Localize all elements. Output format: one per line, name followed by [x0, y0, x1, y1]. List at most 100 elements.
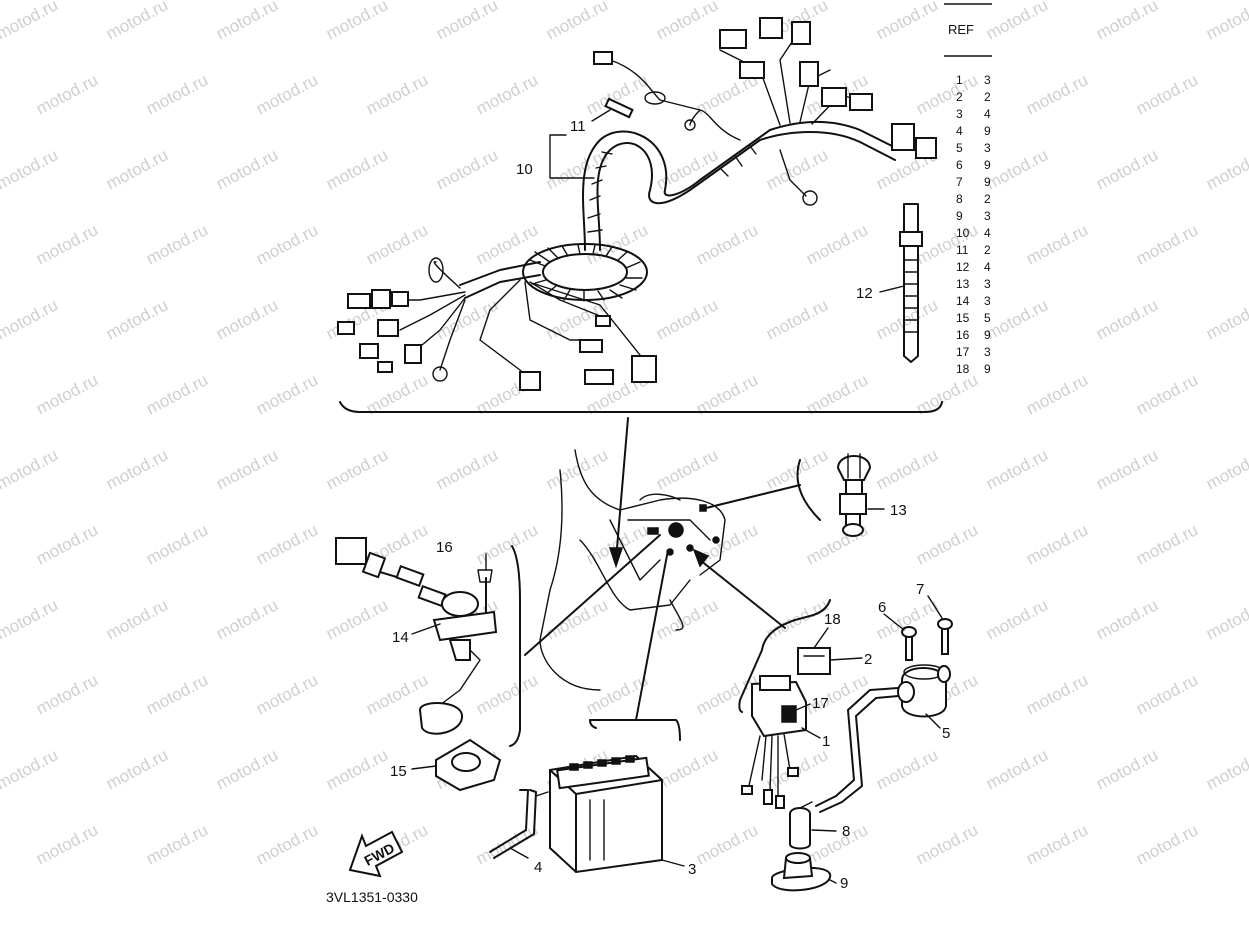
watermark-text: motod.ru	[323, 0, 391, 44]
ref-row-num: 15	[956, 311, 970, 325]
watermark-text: motod.ru	[983, 145, 1051, 193]
ref-row-part: 4	[984, 226, 991, 240]
watermark-text: motod.ru	[653, 295, 721, 343]
watermark-text: motod.ru	[763, 295, 831, 343]
callout-15: 15	[390, 763, 407, 780]
watermark-text: motod.ru	[213, 745, 281, 793]
watermark-text: motod.ru	[213, 295, 281, 343]
callout-18: 18	[824, 611, 841, 628]
watermark-text: motod.ru	[913, 520, 981, 568]
watermark-text: motod.ru	[543, 445, 611, 493]
watermark-text: motod.ru	[873, 745, 941, 793]
watermark-text: motod.ru	[983, 745, 1051, 793]
watermark-text: motod.ru	[1133, 70, 1201, 118]
callout-3: 3	[688, 861, 696, 878]
ref-row-part: 9	[984, 124, 991, 138]
watermark-text: motod.ru	[983, 0, 1051, 44]
frame-drawing	[539, 449, 726, 691]
ref-row-part: 3	[984, 345, 991, 359]
watermark-text: motod.ru	[873, 445, 941, 493]
watermark-text: motod.ru	[0, 145, 61, 193]
watermark-text: motod.ru	[253, 370, 321, 418]
ref-row-part: 3	[984, 209, 991, 223]
watermark-text: motod.ru	[1023, 820, 1091, 868]
watermark-text: motod.ru	[473, 520, 541, 568]
watermark-text: motod.ru	[433, 145, 501, 193]
watermark-text: motod.ru	[33, 520, 101, 568]
fuel-sender-drawing	[335, 537, 521, 747]
watermark-text: motod.ru	[323, 745, 391, 793]
watermark-text: motod.ru	[473, 220, 541, 268]
ref-row-part: 3	[984, 73, 991, 87]
callout-9: 9	[840, 875, 848, 892]
watermark-text: motod.ru	[1093, 0, 1161, 44]
ref-row-num: 6	[956, 158, 963, 172]
watermark-text: motod.ru	[983, 445, 1051, 493]
callout-14: 14	[392, 629, 409, 646]
watermark-text: motod.ru	[103, 295, 171, 343]
watermark-text: motod.ru	[693, 220, 761, 268]
watermark-text: motod.ru	[1023, 520, 1091, 568]
watermark-text: motod.ru	[1133, 370, 1201, 418]
watermark-text: motod.ru	[1093, 595, 1161, 643]
watermark-text: motod.ru	[653, 145, 721, 193]
callout-2: 2	[864, 651, 872, 668]
callout-12: 12	[856, 285, 873, 302]
watermark-text: motod.ru	[103, 745, 171, 793]
watermark-text: motod.ru	[1023, 370, 1091, 418]
watermark-text: motod.ru	[0, 745, 61, 793]
ref-row-part: 3	[984, 141, 991, 155]
watermark-text: motod.ru	[323, 595, 391, 643]
watermark-text: motod.ru	[213, 595, 281, 643]
callout-16: 16	[436, 539, 453, 556]
watermark-text: motod.ru	[143, 670, 211, 718]
callout-4: 4	[534, 859, 542, 876]
watermark-text: motod.ru	[1133, 820, 1201, 868]
callout-5: 5	[942, 725, 950, 742]
ref-row-num: 11	[956, 243, 969, 257]
watermark-text: motod.ru	[433, 0, 501, 44]
watermark-text: motod.ru	[143, 520, 211, 568]
ref-row-part: 2	[984, 243, 991, 257]
watermark-text: motod.ru	[143, 70, 211, 118]
watermark-text: motod.ru	[323, 445, 391, 493]
ref-row-part: 9	[984, 175, 991, 189]
watermark-text: motod.ru	[543, 145, 611, 193]
ref-row-part: 4	[984, 107, 991, 121]
ref-row-part: 3	[984, 277, 991, 291]
ref-row-num: 4	[956, 124, 963, 138]
watermark-text: motod.ru	[803, 220, 871, 268]
watermark-text: motod.ru	[1093, 145, 1161, 193]
watermark-text: motod.ru	[143, 820, 211, 868]
watermark-text: motod.ru	[433, 445, 501, 493]
watermark-text: motod.ru	[213, 0, 281, 44]
callout-10: 10	[516, 161, 533, 178]
ignition-coil-drawing	[771, 618, 953, 892]
diagram-code: 3VL1351-0330	[326, 889, 418, 905]
ref-row-num: 18	[956, 362, 970, 376]
ref-row-num: 10	[956, 226, 970, 240]
callout-leaders	[411, 109, 943, 884]
watermark-text: motod.ru	[0, 445, 61, 493]
ref-row-num: 7	[956, 175, 963, 189]
ref-row-num: 3	[956, 107, 963, 121]
watermark-text: motod.ru	[143, 370, 211, 418]
ref-row-num: 2	[956, 90, 963, 104]
callout-1: 1	[822, 733, 830, 750]
watermark-text: motod.ru	[0, 295, 61, 343]
ref-row-part: 9	[984, 362, 991, 376]
watermark-text: motod.ru	[1203, 745, 1249, 793]
watermark-text: motod.ru	[33, 820, 101, 868]
ref-row-num: 12	[956, 260, 970, 274]
watermark-text: motod.ru	[693, 820, 761, 868]
watermark-text: motod.ru	[653, 595, 721, 643]
callout-8: 8	[842, 823, 850, 840]
watermark-text: motod.ru	[253, 70, 321, 118]
watermark-text: motod.ru	[33, 370, 101, 418]
ref-row-num: 16	[956, 328, 970, 342]
watermark-text: motod.ru	[253, 820, 321, 868]
cable-tie-drawing	[899, 203, 923, 363]
